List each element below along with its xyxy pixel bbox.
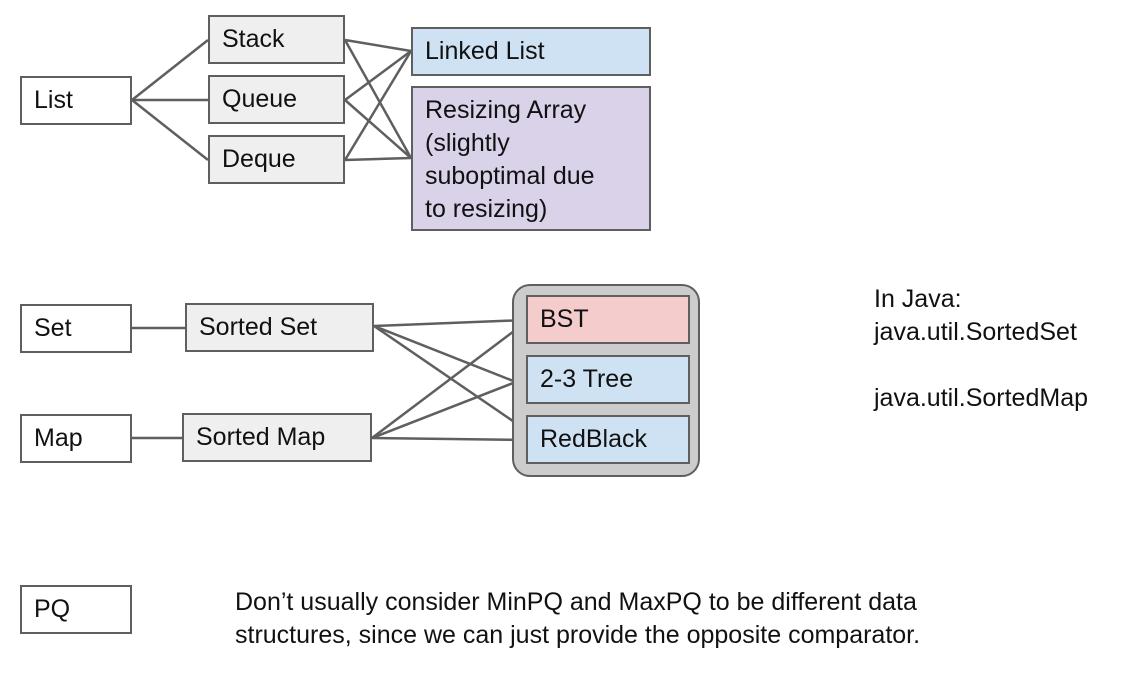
list-to-deque-connector: [131, 99, 209, 161]
map-node: Map: [20, 414, 132, 463]
list-to-stack-connector: [131, 39, 209, 101]
sortedset-to-bst-connector: [373, 318, 527, 328]
linked-list-node: Linked List: [411, 27, 651, 76]
sortedmap-to-23-connector: [371, 376, 527, 440]
sorted-set-node: Sorted Set: [185, 303, 374, 352]
stack-to-linked-connector: [344, 38, 412, 53]
queue-to-array-connector: [344, 99, 412, 159]
bst-node: BST: [526, 295, 690, 344]
list-node: List: [20, 76, 132, 125]
queue-to-linked-connector: [344, 49, 412, 102]
java-sorted-set-label: java.util.SortedSet: [874, 318, 1077, 346]
java-sorted-map-label: java.util.SortedMap: [874, 384, 1089, 412]
sorted-map-node: Sorted Map: [182, 413, 372, 462]
stack-node: Stack: [208, 15, 345, 64]
deque-to-linked-connector: [343, 50, 413, 161]
sortedmap-to-redblack-connector: [371, 436, 527, 442]
queue-node: Queue: [208, 75, 345, 124]
two-three-tree-node: 2-3 Tree: [526, 355, 690, 404]
sortedset-to-23-connector: [373, 324, 527, 388]
resizing-array-node: Resizing Array (slightly suboptimal due …: [411, 86, 651, 231]
pq-node: PQ: [20, 585, 132, 634]
deque-node: Deque: [208, 135, 345, 184]
java-note-heading: In Java:: [874, 285, 962, 313]
redblack-node: RedBlack: [526, 415, 690, 464]
stack-to-array-connector: [343, 39, 413, 159]
sortedmap-to-bst-connector: [371, 321, 527, 439]
deque-to-array-connector: [344, 156, 412, 162]
set-node: Set: [20, 304, 132, 353]
pq-note: Don’t usually consider MinPQ and MaxPQ t…: [235, 588, 921, 649]
